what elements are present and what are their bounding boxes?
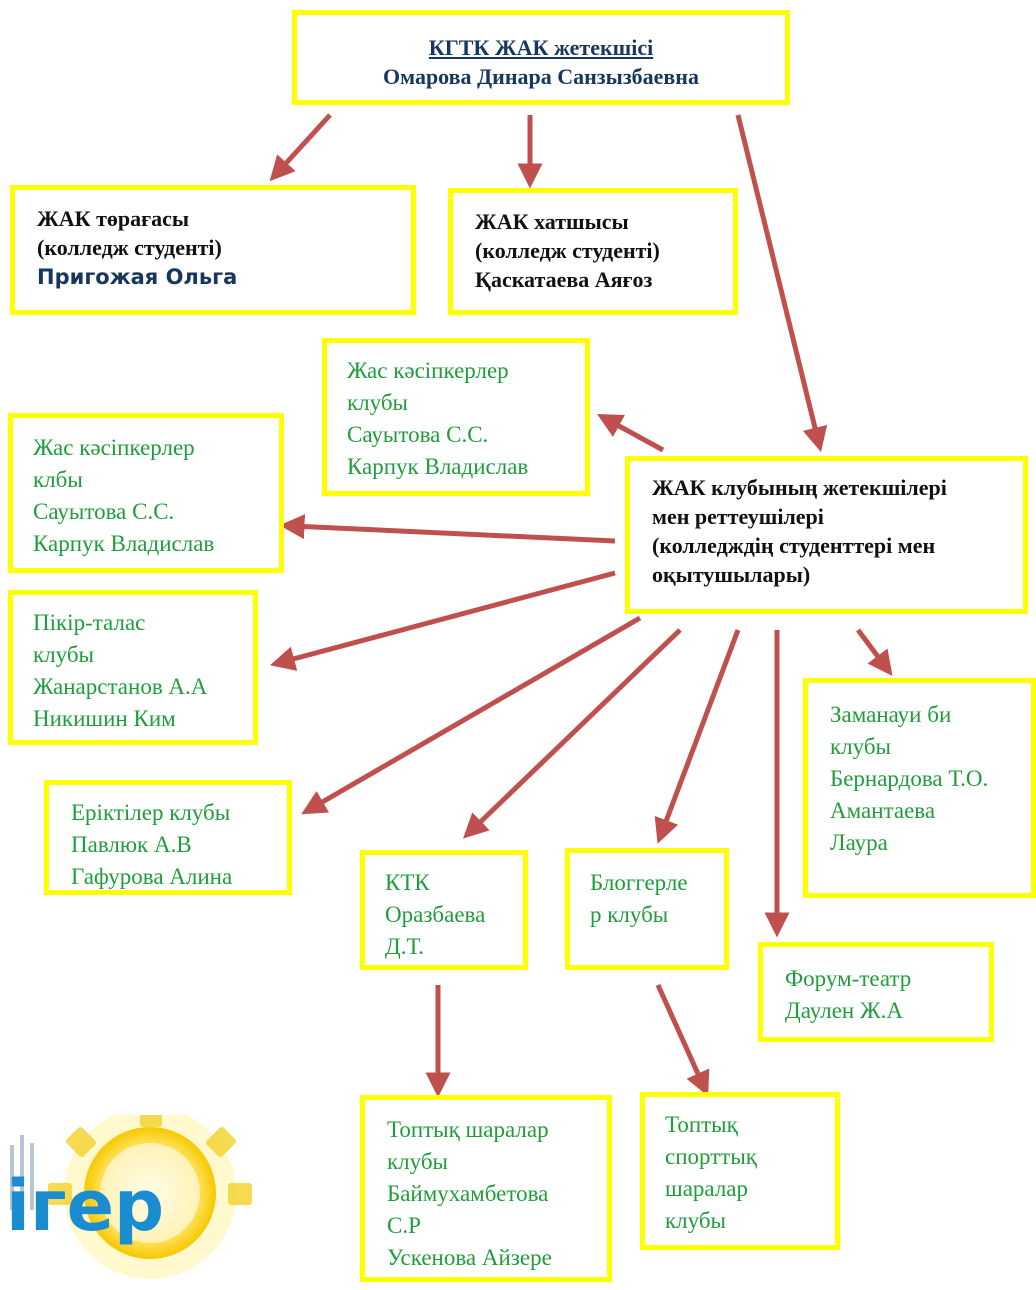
secretary-role: ЖАК хатшысы bbox=[475, 209, 629, 234]
leaders-line: оқытушылары) bbox=[652, 562, 811, 587]
igerlogo: ігер bbox=[0, 1103, 260, 1285]
club-group-sports: Топтық спорттық шаралар клубы bbox=[640, 1092, 840, 1250]
logo-text: ігер bbox=[6, 1165, 164, 1247]
club-line: Карпук Владислав bbox=[33, 531, 215, 556]
head-box: КГТК ЖАК жетекшісі Омарова Динара Санзыз… bbox=[292, 10, 790, 105]
chairman-name: Пригожая Ольга bbox=[37, 265, 238, 289]
club-line: клубы bbox=[33, 642, 95, 667]
club-line: Блоггерле bbox=[590, 870, 688, 895]
club-line: клубы bbox=[347, 390, 409, 415]
arrow-leaders-to-volunteers bbox=[301, 615, 642, 815]
arrow-head-to-chairman bbox=[269, 113, 332, 182]
club-volunteers: Еріктілер клубы Павлюк А.В Гафурова Алин… bbox=[44, 780, 292, 895]
chairman-note: (колледж студенті) bbox=[37, 235, 222, 260]
arrow-leaders-to-entrepreneurs-2 bbox=[279, 514, 616, 544]
secretary-note: (колледж студенті) bbox=[475, 238, 660, 263]
club-line: клубы bbox=[830, 734, 892, 759]
club-line: Жас кәсіпкерлер bbox=[33, 435, 195, 460]
club-line: С.Р bbox=[387, 1213, 421, 1238]
club-entrepreneurs-2: Жас кәсіпкерлер клбы Сауытова С.С. Карпу… bbox=[8, 413, 284, 573]
club-line: р клубы bbox=[590, 902, 669, 927]
club-line: Еріктілер клубы bbox=[71, 800, 231, 825]
secretary-box: ЖАК хатшысы (колледж студенті) Қаскатаев… bbox=[448, 188, 738, 315]
club-bloggers: Блоггерле р клубы bbox=[565, 848, 729, 970]
leaders-line: мен реттеушілері bbox=[652, 504, 824, 529]
arrow-leaders-to-entrepreneurs-1 bbox=[597, 414, 665, 453]
club-line: Никишин Ким bbox=[33, 706, 176, 731]
club-line: Сауытова С.С. bbox=[347, 422, 489, 447]
club-line: Лаура bbox=[830, 830, 888, 855]
club-line: шаралар bbox=[665, 1176, 749, 1201]
club-line: Гафурова Алина bbox=[71, 864, 233, 889]
club-line: Сауытова С.С. bbox=[33, 499, 175, 524]
chairman-role: ЖАК төрағасы bbox=[37, 206, 190, 231]
arrow-leaders-to-debate bbox=[269, 570, 616, 671]
club-line: клбы bbox=[33, 467, 83, 492]
club-line: Жас кәсіпкерлер bbox=[347, 358, 509, 383]
club-line: Д.Т. bbox=[385, 934, 424, 959]
leaders-line: ЖАК клубының жетекшілері bbox=[652, 475, 947, 500]
head-title: КГТК ЖАК жетекшісі bbox=[428, 35, 654, 60]
club-leaders-box: ЖАК клубының жетекшілері мен реттеушілер… bbox=[625, 456, 1028, 614]
club-line: Топтық шаралар bbox=[387, 1117, 549, 1142]
club-line: клубы bbox=[387, 1149, 449, 1174]
club-forum-theatre: Форум-театр Даулен Ж.А bbox=[758, 942, 994, 1042]
club-line: Жанарстанов А.А bbox=[33, 674, 208, 699]
head-name: Омарова Динара Санзызбаевна bbox=[383, 64, 699, 89]
club-line: Баймухамбетова bbox=[387, 1181, 549, 1206]
club-dance: Заманауи би клубы Бернардова Т.О. Аманта… bbox=[803, 678, 1036, 898]
club-line: Пікір-талас bbox=[33, 610, 146, 635]
club-line: Оразбаева bbox=[385, 902, 486, 927]
arrow-head-to-club-leaders bbox=[735, 114, 828, 453]
club-ktk: КТК Оразбаева Д.Т. bbox=[360, 850, 528, 970]
club-line: КТК bbox=[385, 870, 430, 895]
club-group-events: Топтық шаралар клубы Баймухамбетова С.Р … bbox=[360, 1095, 612, 1282]
secretary-name: Қаскатаева Аяғоз bbox=[475, 267, 653, 292]
leaders-line: (колледждің студенттері мен bbox=[652, 533, 936, 558]
club-line: Даулен Ж.А bbox=[785, 998, 903, 1023]
arrow-leaders-to-bloggers bbox=[654, 629, 741, 844]
club-line: Заманауи би bbox=[830, 702, 952, 727]
gear-sun-logo-icon: ігер bbox=[6, 1103, 252, 1279]
club-entrepreneurs-1: Жас кәсіпкерлер клубы Сауытова С.С. Карп… bbox=[322, 338, 590, 496]
club-line: Форум-театр bbox=[785, 966, 912, 991]
club-line: Топтық bbox=[665, 1112, 738, 1137]
club-line: Амантаева bbox=[830, 798, 936, 823]
arrow-leaders-to-dance bbox=[856, 628, 893, 676]
club-line: Павлюк А.В bbox=[71, 832, 192, 857]
club-debate: Пікір-талас клубы Жанарстанов А.А Никиши… bbox=[8, 590, 258, 745]
club-line: Бернардова Т.О. bbox=[830, 766, 989, 791]
club-line: Карпук Владислав bbox=[347, 454, 529, 479]
arrow-leaders-to-ktk bbox=[462, 628, 682, 839]
club-line: Ускенова Айзере bbox=[387, 1245, 552, 1270]
chairman-box: ЖАК төрағасы (колледж студенті) Пригожая… bbox=[10, 185, 416, 315]
club-line: спорттық bbox=[665, 1144, 757, 1169]
club-line: клубы bbox=[665, 1208, 727, 1233]
arrow-bloggers-to-group-sports bbox=[655, 983, 710, 1097]
